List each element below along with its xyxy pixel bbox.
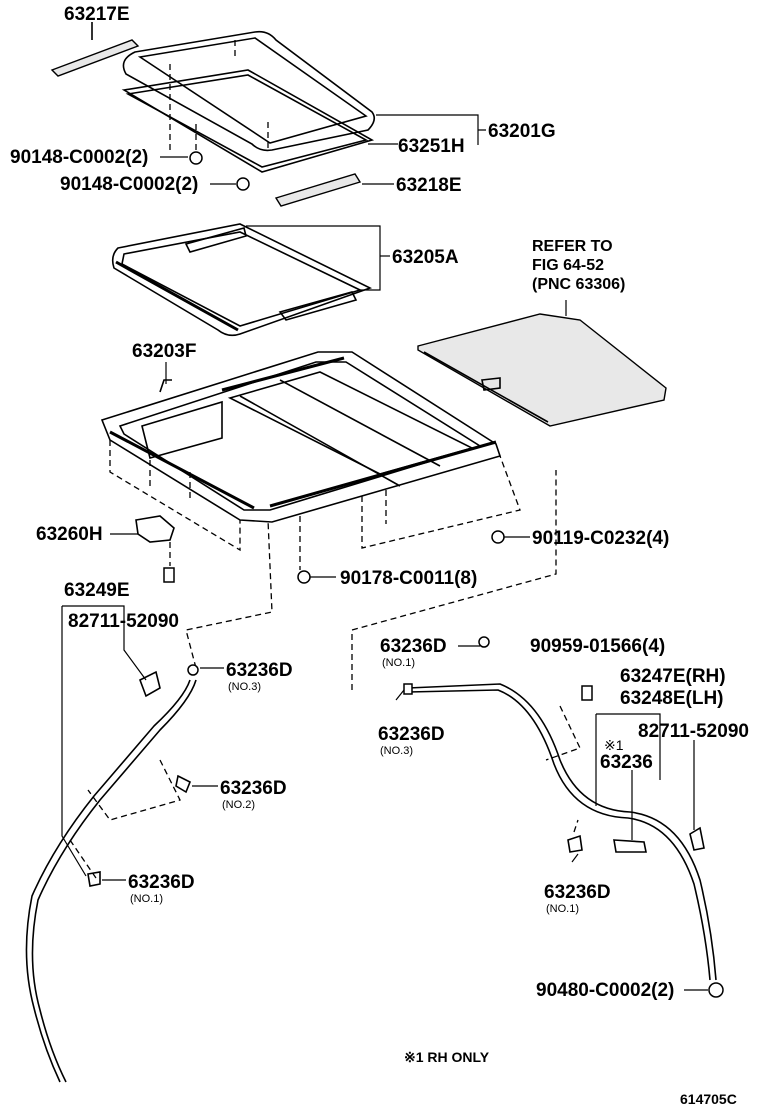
label-82711-right: 82711-52090 (638, 721, 749, 742)
label-63218E: 63218E (396, 175, 462, 196)
sub-right-no1-bot: (NO.1) (546, 903, 579, 915)
screw-90119 (491, 530, 530, 544)
label-63217E: 63217E (64, 4, 130, 25)
label-63236D-right-no1-bot: 63236D (544, 882, 611, 903)
label-63247E: 63247E(RH) (620, 666, 726, 687)
sunshade-panel (417, 300, 667, 427)
sub-left-no2: (NO.2) (222, 799, 255, 811)
housing-frame-63203F (100, 351, 521, 570)
label-90480: 90480-C0002(2) (536, 980, 674, 1001)
label-63236D-left-no1: 63236D (128, 872, 195, 893)
label-63249E: 63249E (64, 580, 130, 601)
refer-note-line1: REFER TO (532, 238, 613, 255)
sub-left-no3: (NO.3) (228, 681, 261, 693)
sub-right-no1-top: (NO.1) (382, 657, 415, 669)
label-63201G: 63201G (488, 121, 556, 142)
nut-90148-b (236, 177, 250, 191)
sub-left-no1: (NO.1) (130, 893, 163, 905)
label-63205A: 63205A (392, 247, 459, 268)
label-82711-left: 82711-52090 (68, 611, 179, 632)
label-90119: 90119-C0232(4) (532, 528, 669, 549)
label-90959: 90959-01566(4) (530, 636, 665, 657)
figure-code: 614705C (680, 1091, 737, 1107)
label-63236D-right-no1-top: 63236D (380, 636, 447, 657)
label-63248E: 63248E(LH) (620, 688, 724, 709)
footnote-rh-only: ※1 RH ONLY (404, 1049, 490, 1065)
bracket-63260H (110, 515, 175, 583)
label-63236D-left-no3: 63236D (226, 660, 293, 681)
refer-note-line3: (PNC 63306) (532, 276, 625, 293)
glass-panel-assembly (121, 30, 376, 173)
deflector-frame-63205A (111, 223, 373, 337)
molding-63217E (50, 22, 140, 77)
label-90148-b: 90148-C0002(2) (60, 174, 198, 195)
mark-1: ※1 (604, 737, 624, 753)
label-63236D-left-no2: 63236D (220, 778, 287, 799)
nut-90148-a (189, 120, 203, 165)
molding-63218E (274, 173, 362, 207)
label-63236D-right-no3: 63236D (378, 724, 445, 745)
drain-hose-left (25, 519, 273, 1083)
nut-90178 (297, 570, 336, 584)
sub-right-no3: (NO.3) (380, 745, 413, 757)
refer-note-line2: FIG 64-52 (532, 257, 604, 274)
label-63236: 63236 (600, 752, 653, 773)
label-63251H: 63251H (398, 136, 465, 157)
label-63203F: 63203F (132, 341, 196, 362)
drain-hose-right (351, 470, 724, 998)
label-63260H: 63260H (36, 524, 103, 545)
label-90178: 90178-C0011(8) (340, 568, 477, 589)
label-90148-a: 90148-C0002(2) (10, 147, 148, 168)
